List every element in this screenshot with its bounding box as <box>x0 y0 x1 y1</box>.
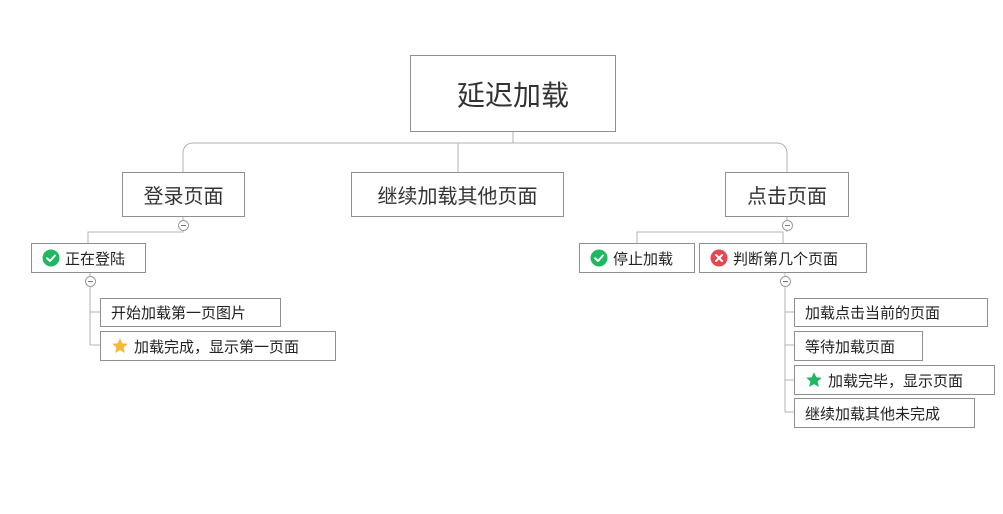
node-continue-unfinished-label: 继续加载其他未完成 <box>805 404 941 423</box>
node-start-loading-label: 开始加载第一页图片 <box>111 304 247 322</box>
node-determine-page-label: 判断第几个页面 <box>733 249 839 268</box>
node-wait-label: 等待加载页面 <box>805 337 896 356</box>
node-stop-loading[interactable]: 停止加载 <box>579 243 695 273</box>
branch-login-page[interactable]: 登录页面 <box>122 172 245 217</box>
node-logging-in[interactable]: 正在登陆 <box>31 243 146 273</box>
connector-judge <box>784 272 794 413</box>
cross-circle-icon <box>710 249 728 267</box>
check-circle-icon <box>42 249 60 267</box>
check-circle-icon <box>590 249 608 267</box>
collapse-toggle-login[interactable] <box>178 220 189 231</box>
node-stop-loading-label: 停止加载 <box>613 249 674 268</box>
star-icon <box>112 338 128 353</box>
root-node[interactable]: 延迟加载 <box>410 55 616 132</box>
branch-click-label: 点击页面 <box>747 184 827 208</box>
branch-click-page[interactable]: 点击页面 <box>725 172 849 217</box>
node-wait-for-page[interactable]: 等待加载页面 <box>794 331 923 361</box>
connector-root-bus <box>182 142 788 172</box>
node-load-done-label: 加载完毕，显示页面 <box>828 371 964 390</box>
collapse-toggle-judge[interactable] <box>780 276 791 287</box>
node-load-done[interactable]: 加载完毕，显示页面 <box>794 365 995 395</box>
branch-continue-loading[interactable]: 继续加载其他页面 <box>351 172 564 217</box>
star-icon <box>806 372 822 387</box>
node-loading-complete[interactable]: 加载完成，显示第一页面 <box>100 331 336 361</box>
node-start-loading-first-images[interactable]: 开始加载第一页图片 <box>100 298 281 327</box>
node-logging-in-label: 正在登陆 <box>65 249 126 268</box>
collapse-toggle-logging-in[interactable] <box>85 276 96 287</box>
collapse-toggle-click[interactable] <box>782 220 793 231</box>
node-loading-complete-label: 加载完成，显示第一页面 <box>134 337 300 356</box>
node-load-clicked-label: 加载点击当前的页面 <box>805 304 941 322</box>
node-continue-unfinished[interactable]: 继续加载其他未完成 <box>794 398 975 428</box>
node-determine-page-number[interactable]: 判断第几个页面 <box>699 243 867 273</box>
node-load-clicked-page[interactable]: 加载点击当前的页面 <box>794 298 988 327</box>
branch-login-label: 登录页面 <box>143 184 224 208</box>
connector-click <box>636 217 788 243</box>
root-label: 延迟加载 <box>456 78 569 112</box>
branch-continue-label: 继续加载其他页面 <box>377 184 538 208</box>
connector-login <box>87 217 184 243</box>
